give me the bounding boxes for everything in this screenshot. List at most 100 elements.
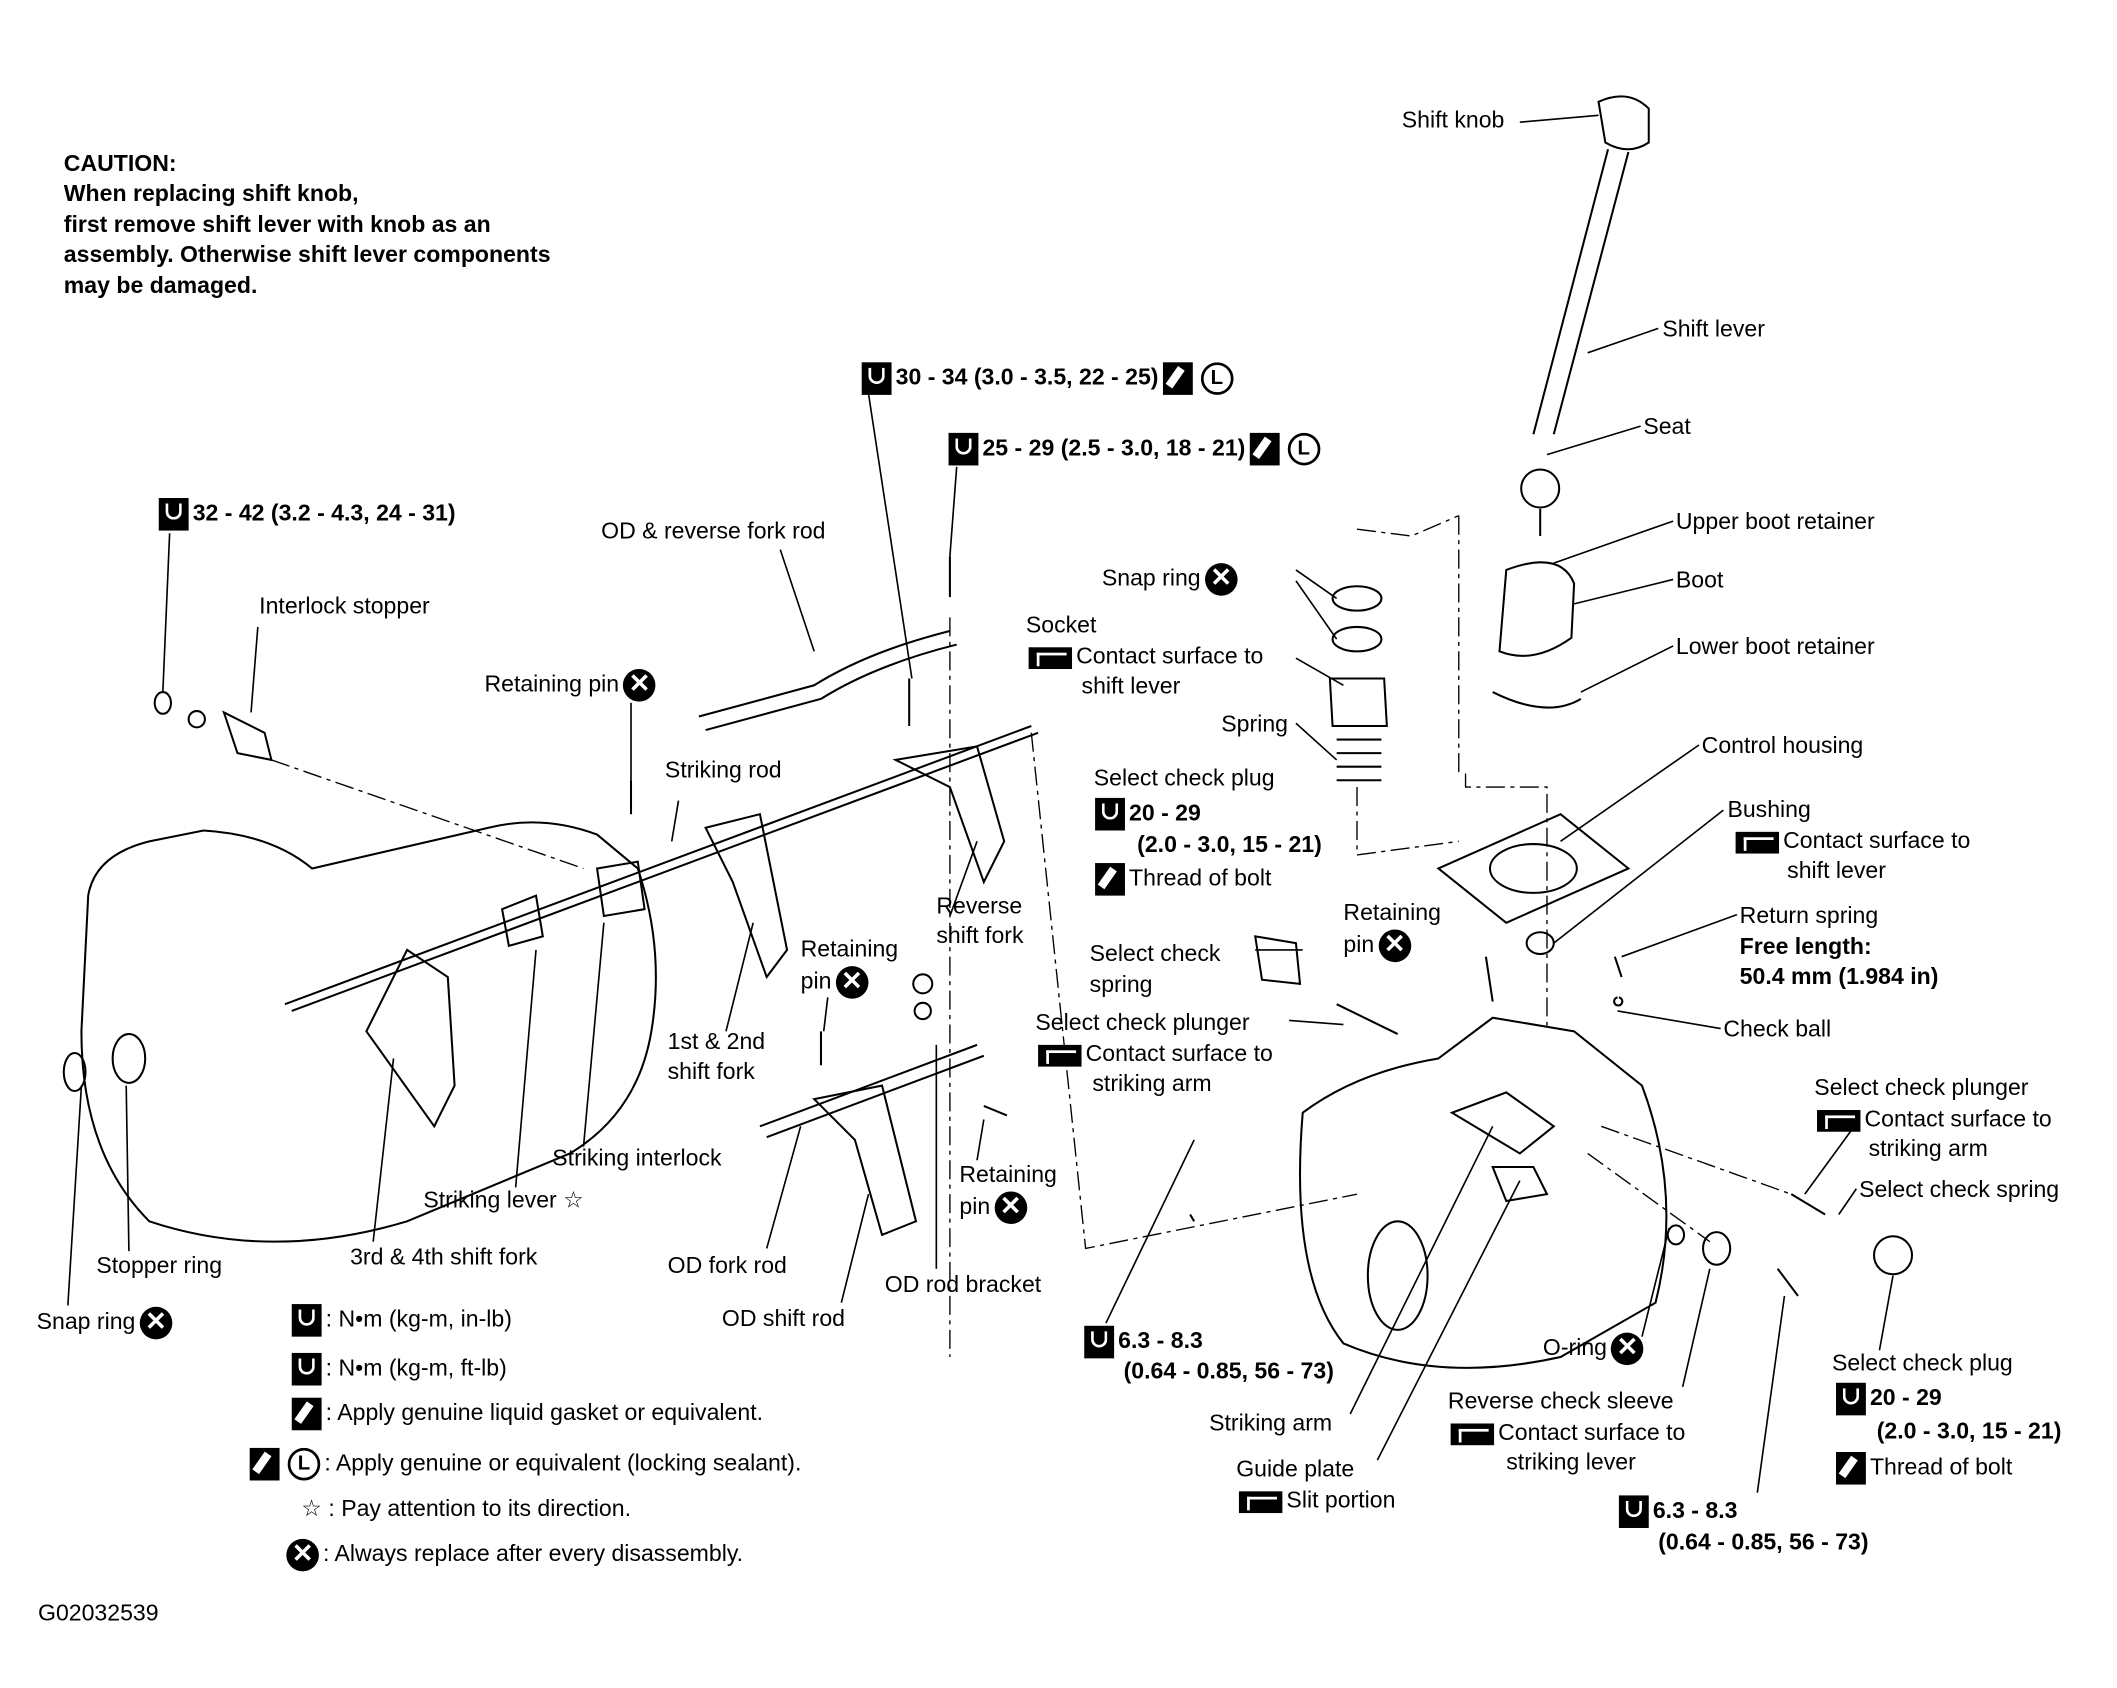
free-length-value: 50.4 mm (1.984 in) — [1739, 963, 1939, 990]
label-od-fork-rod: OD fork rod — [667, 1252, 787, 1279]
torque-spec: 20 - 29 — [1091, 797, 1201, 831]
torque-spec: 30 - 34 (3.0 - 3.5, 22 - 25)L — [858, 362, 1238, 395]
label-striking-rod: Striking rod — [664, 757, 782, 783]
liquid-gasket-icon — [1095, 863, 1125, 896]
torque-spec: 32 - 42 (3.2 - 4.3, 24 - 31) — [155, 498, 456, 531]
label-shift-lever: Shift lever — [1662, 316, 1765, 342]
legend-item: : Apply genuine liquid gasket or equival… — [288, 1397, 763, 1431]
grease-icon — [1735, 831, 1780, 853]
note-contact-surface: Contact surface to — [1447, 1418, 1685, 1448]
label-guide-plate: Guide plate — [1236, 1456, 1355, 1482]
label-select-check-spring: Select check spring — [1859, 1176, 2060, 1203]
label-select-check-spring: Select check — [1089, 940, 1221, 967]
locking-sealant-icon: L — [287, 1447, 321, 1481]
grease-icon — [1238, 1490, 1283, 1513]
caution-title: CAUTION: — [63, 150, 177, 177]
label-retaining-pin: Retaining — [959, 1161, 1057, 1188]
caution-line: may be damaged. — [63, 272, 258, 299]
label-retaining-pin-2: pin✕ — [1343, 929, 1414, 963]
grease-icon — [1817, 1109, 1861, 1132]
torque-spec-sub: (2.0 - 3.0, 15 - 21) — [1876, 1418, 2062, 1444]
legend-item: : N•m (kg-m, in-lb) — [288, 1304, 512, 1337]
free-length-label: Free length: — [1739, 933, 1872, 960]
label-1st-2nd-shift-fork-2: shift fork — [667, 1058, 755, 1085]
torque-spec: 6.3 - 8.3 — [1615, 1495, 1737, 1528]
torque-spec-sub: (2.0 - 3.0, 15 - 21) — [1137, 831, 1322, 858]
label-reverse-shift-fork-2: shift fork — [936, 922, 1024, 949]
note-striking-arm: striking arm — [1868, 1135, 1988, 1162]
label-1st-2nd-shift-fork: 1st & 2nd — [667, 1028, 766, 1055]
label-retaining-pin: Retaining — [1343, 899, 1441, 926]
note-contact-surface: Contact surface to — [1813, 1105, 2052, 1135]
label-reverse-shift-fork: Reverse — [936, 892, 1023, 919]
legend-item: L: Apply genuine or equivalent (locking … — [246, 1447, 801, 1481]
label-retaining-pin-2: pin✕ — [801, 966, 872, 999]
legend-item: : N•m (kg-m, ft-lb) — [288, 1352, 507, 1386]
note-contact-surface: Contact surface to — [1025, 642, 1263, 672]
torque-wrench-icon — [861, 362, 892, 395]
label-snap-ring: Snap ring✕ — [1102, 563, 1241, 596]
label-interlock-stopper: Interlock stopper — [259, 593, 430, 619]
replace-x-icon: ✕ — [1204, 563, 1238, 596]
label-retaining-pin: Retaining — [800, 936, 899, 963]
grease-icon — [1038, 1044, 1082, 1066]
caution-line: assembly. Otherwise shift lever componen… — [63, 241, 551, 268]
torque-wrench-icon — [158, 498, 189, 531]
liquid-gasket-icon — [291, 1397, 322, 1431]
note-slit-portion: Slit portion — [1235, 1486, 1395, 1516]
caution-line: first remove shift lever with knob as an — [63, 211, 491, 238]
label-check-ball: Check ball — [1723, 1016, 1832, 1043]
torque-spec: 25 - 29 (2.5 - 3.0, 18 - 21)L — [944, 432, 1324, 466]
torque-spec: 20 - 29 — [1832, 1382, 1942, 1416]
star-icon: ☆ — [563, 1187, 584, 1214]
grease-icon — [1450, 1422, 1495, 1445]
label-od-shift-rod: OD shift rod — [721, 1305, 846, 1332]
label-control-housing: Control housing — [1701, 732, 1864, 759]
replace-x-icon: ✕ — [835, 966, 869, 999]
label-retaining-pin-2: pin✕ — [959, 1191, 1030, 1225]
note-thread-of-bolt: Thread of bolt — [1832, 1451, 2012, 1485]
torque-wrench-icon — [1836, 1382, 1866, 1416]
label-spring: Spring — [1221, 711, 1288, 737]
liquid-gasket-icon — [1162, 362, 1193, 395]
replace-x-icon: ✕ — [286, 1538, 319, 1572]
torque-wrench-boxed-icon — [291, 1304, 322, 1337]
grease-icon — [1028, 646, 1073, 669]
note-striking-lever: striking lever — [1506, 1449, 1636, 1476]
label-lower-boot-retainer: Lower boot retainer — [1675, 633, 1875, 660]
label-select-check-plug: Select check plug — [1831, 1350, 2013, 1376]
label-3rd-4th-shift-fork: 3rd & 4th shift fork — [350, 1244, 538, 1271]
label-stopper-ring: Stopper ring — [96, 1252, 223, 1279]
label-select-check-plunger: Select check plunger — [1814, 1074, 2029, 1101]
replace-x-icon: ✕ — [1378, 929, 1411, 963]
caution-line: When replacing shift knob, — [63, 180, 359, 207]
label-select-check-spring-2: spring — [1089, 971, 1153, 998]
torque-wrench-boxed-icon — [1618, 1495, 1649, 1528]
note-shift-lever: shift lever — [1787, 857, 1886, 884]
label-bushing: Bushing — [1727, 796, 1811, 823]
liquid-gasket-icon — [1249, 432, 1280, 466]
star-icon: ☆ — [301, 1495, 322, 1522]
replace-x-icon: ✕ — [139, 1306, 173, 1340]
torque-wrench-icon — [948, 432, 979, 466]
label-select-check-plunger: Select check plunger — [1035, 1009, 1250, 1036]
torque-spec-sub: (0.64 - 0.85, 56 - 73) — [1658, 1529, 1869, 1556]
label-select-check-plug: Select check plug — [1093, 765, 1275, 792]
note-striking-arm: striking arm — [1092, 1070, 1212, 1097]
label-striking-arm: Striking arm — [1209, 1409, 1333, 1436]
replace-x-icon: ✕ — [994, 1191, 1027, 1225]
note-shift-lever: shift lever — [1081, 673, 1181, 699]
label-snap-ring: Snap ring✕ — [37, 1306, 176, 1340]
legend-item: ☆ : Pay attention to its direction. — [301, 1495, 632, 1522]
label-striking-interlock: Striking interlock — [552, 1145, 722, 1172]
torque-wrench-boxed-icon — [1084, 1325, 1115, 1359]
label-od-rod-bracket: OD rod bracket — [884, 1271, 1042, 1298]
label-od-reverse-fork-rod: OD & reverse fork rod — [601, 518, 826, 545]
liquid-gasket-icon — [1836, 1451, 1866, 1485]
label-reverse-check-sleeve: Reverse check sleeve — [1447, 1388, 1674, 1414]
label-seat: Seat — [1643, 413, 1691, 440]
figure-id: G02032539 — [37, 1599, 159, 1626]
note-thread-of-bolt: Thread of bolt — [1091, 863, 1271, 896]
